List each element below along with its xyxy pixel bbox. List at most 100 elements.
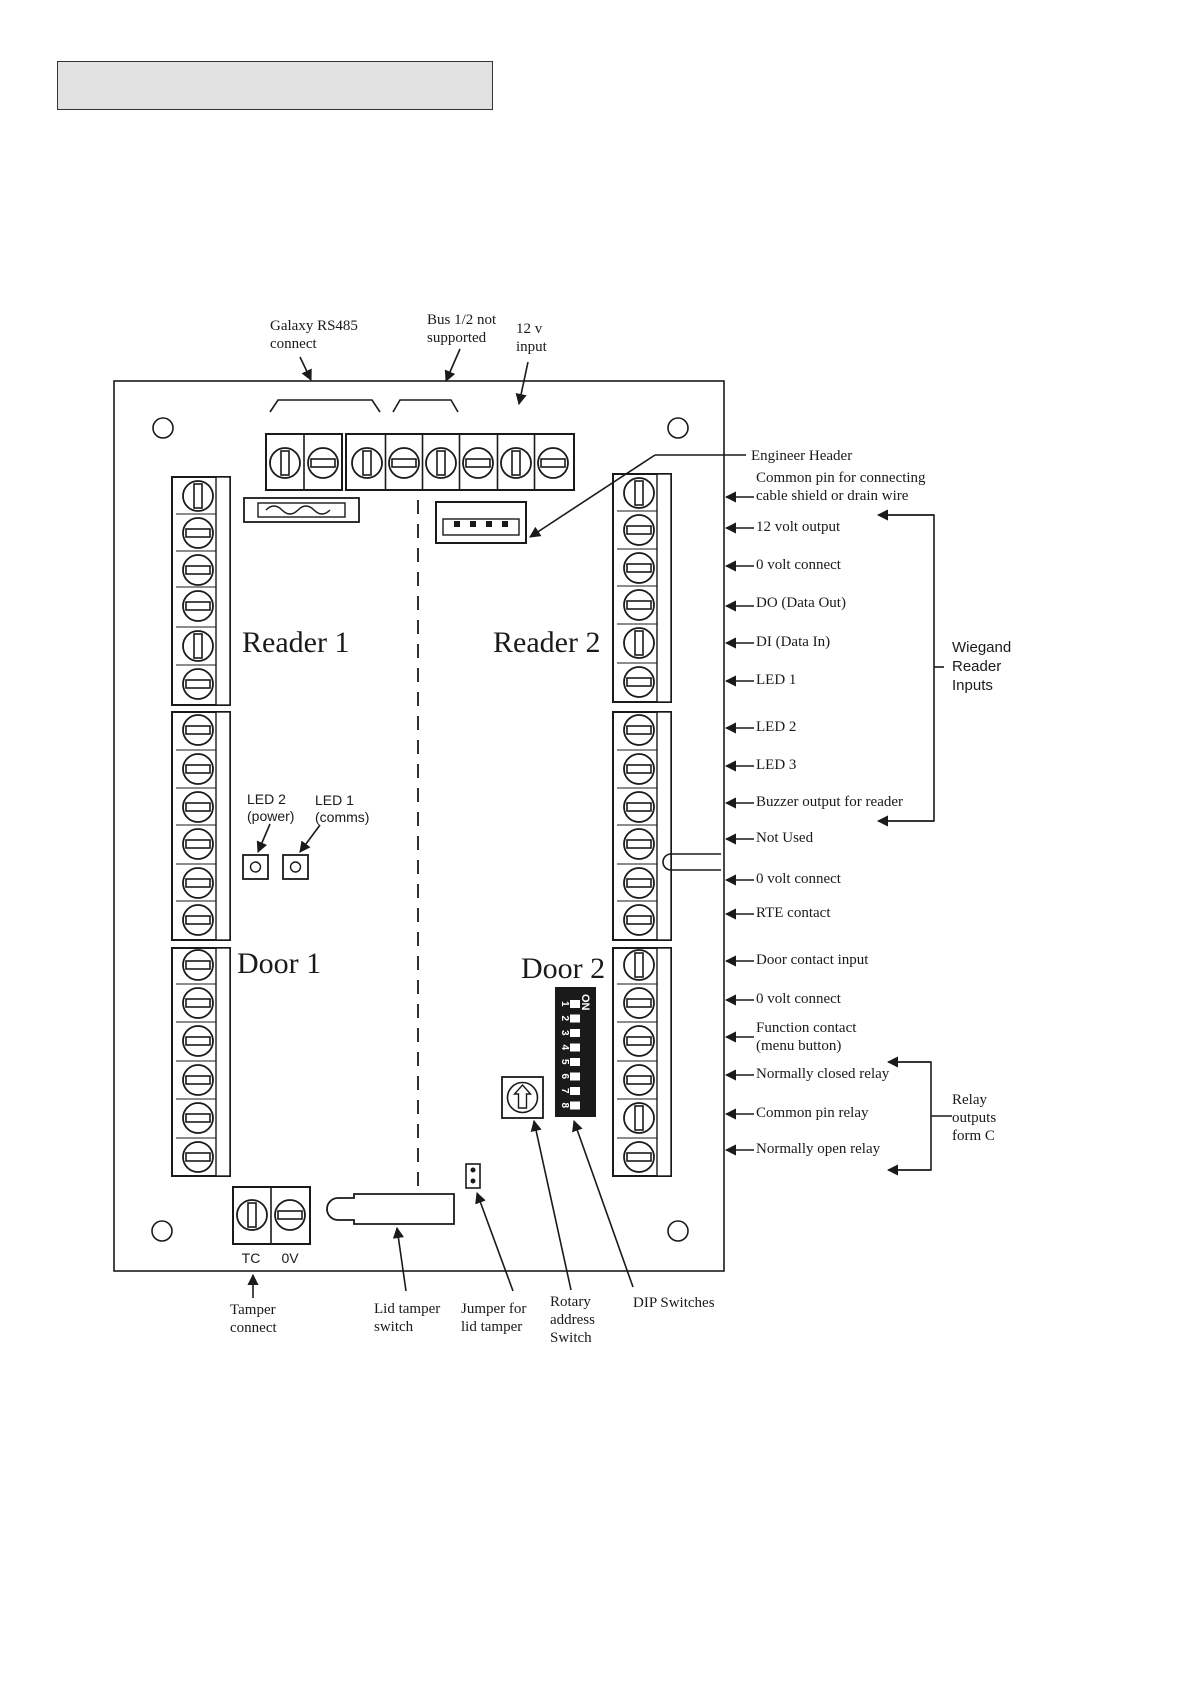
- led1-label-line: (comms): [315, 809, 369, 825]
- pin-label-9: Buzzer output for reader: [756, 794, 903, 810]
- dip-switch-toggle: [570, 1072, 580, 1081]
- jumper-pin: [470, 1178, 476, 1184]
- tamper-screw-tc-slot: [247, 1202, 257, 1228]
- dip-arrow: [572, 1119, 634, 1288]
- jumper-label-line: lid tamper: [461, 1319, 522, 1335]
- bus-label-line: supported: [427, 330, 487, 346]
- reader2-terminal-screw-slot: [634, 630, 644, 656]
- dip-switch-toggle: [570, 1087, 580, 1095]
- pin-label-18-line: Normally open relay: [756, 1141, 881, 1157]
- rotary-label-line: address: [550, 1312, 595, 1328]
- reader2-lower-terminal-screw-slot: [626, 802, 652, 812]
- rs485-label-line: connect: [270, 336, 317, 352]
- mounting-hole: [152, 417, 174, 439]
- relay-label-line: outputs: [952, 1110, 996, 1126]
- pin-label-13-line: Door contact input: [756, 952, 869, 968]
- door2-terminal-rail: [656, 947, 672, 1177]
- pin-label-6-line: LED 1: [756, 672, 796, 688]
- pin-label-8-line: LED 3: [756, 757, 796, 773]
- wiegand-label-line: Inputs: [952, 677, 993, 694]
- pin-label-10-line: Not Used: [756, 830, 814, 846]
- zero-v-label: 0V: [281, 1250, 299, 1266]
- reader2-terminal-rail: [656, 473, 672, 703]
- relay-label-line: form C: [952, 1128, 995, 1144]
- dip-number: 1: [559, 1001, 570, 1007]
- pin-label-13: Door contact input: [756, 952, 869, 968]
- dip-number: 2: [559, 1016, 570, 1022]
- rs485-screw-1-slot: [280, 450, 290, 476]
- bus-arrow: [444, 348, 461, 383]
- dip-on-label: ON: [579, 994, 591, 1011]
- tamper-label-line: connect: [230, 1320, 277, 1336]
- rs485-screw-2-slot: [310, 458, 336, 468]
- door2-terminal-screw-slot: [634, 952, 644, 978]
- dip-number: 3: [559, 1030, 570, 1036]
- reader2-terminal-screw-slot: [626, 563, 652, 573]
- lid-tamper-label-line: switch: [374, 1319, 414, 1335]
- pin-label-5: DI (Data In): [756, 634, 830, 650]
- engineer-header-pin: [454, 521, 460, 527]
- v12-label-line: input: [516, 339, 548, 355]
- dip-number: 4: [559, 1045, 570, 1051]
- dip-switch-toggle: [570, 1014, 580, 1023]
- reader1-terminal-rail: [215, 476, 231, 706]
- bus-terminal-screw-slot: [511, 450, 521, 476]
- lid-tamper-label: Lid tamper switch: [374, 1301, 440, 1335]
- reader2-lower-terminal-rail: [656, 711, 672, 941]
- dip-switch-toggle: [570, 1000, 580, 1008]
- pin-label-15-line: (menu button): [756, 1038, 841, 1054]
- door1-terminal-screw-slot: [185, 998, 211, 1008]
- pin-label-7-line: LED 2: [756, 719, 796, 735]
- pin-label-11: 0 volt connect: [756, 871, 842, 887]
- door1-terminal-rail: [215, 947, 231, 1177]
- engineer-header-pin: [502, 521, 508, 527]
- door2-label-line: Door 2: [521, 952, 605, 985]
- rotary-label-line: Rotary: [550, 1294, 591, 1310]
- lid-tamper-arrow: [392, 1226, 407, 1292]
- led1-label-line: LED 1: [315, 792, 354, 808]
- reader1-label-line: Reader 1: [242, 626, 349, 659]
- door1-terminal-screw-slot: [185, 1075, 211, 1085]
- reader2-lower-terminal-screw-slot: [626, 915, 652, 925]
- engineer-header-pin: [486, 521, 492, 527]
- tc-label: TC: [242, 1250, 261, 1266]
- mounting-hole: [667, 1220, 689, 1242]
- dip-switch-toggle: [570, 1101, 580, 1110]
- engineer-header-label-line: Engineer Header: [751, 448, 852, 464]
- lid-tamper-label-line: Lid tamper: [374, 1301, 440, 1317]
- tamper-label: Tamper connect: [230, 1302, 277, 1336]
- door1-left-terminal-screw-slot: [185, 802, 211, 812]
- bus-label-line: Bus 1/2 not: [427, 312, 497, 328]
- pin-label-2: 12 volt output: [756, 519, 841, 535]
- led2-arrow: [256, 823, 271, 854]
- rotary-arrow-icon: [512, 1083, 533, 1109]
- pin-label-10: Not Used: [756, 830, 814, 846]
- dip-switch-toggle: [570, 1058, 580, 1066]
- pin-label-12-line: RTE contact: [756, 905, 831, 921]
- dip-label-line: DIP Switches: [633, 1295, 715, 1311]
- zero-v-label-line: 0V: [281, 1250, 299, 1266]
- tc-label-line: TC: [242, 1250, 261, 1266]
- reader1-terminal-screw-slot: [193, 633, 203, 659]
- jumper-arrow: [475, 1191, 514, 1292]
- door1-left-terminal-rail: [215, 711, 231, 941]
- pin-label-6: LED 1: [756, 672, 796, 688]
- pin-label-12: RTE contact: [756, 905, 831, 921]
- relay-bracket: [890, 1061, 932, 1171]
- led2-label-line: (power): [247, 808, 294, 824]
- pin-label-16-line: Normally closed relay: [756, 1066, 890, 1082]
- engineer-header-pin: [470, 521, 476, 527]
- door1-label-line: Door 1: [237, 947, 321, 980]
- reader2-lower-terminal-screw-slot: [626, 878, 652, 888]
- door2-terminal-screw-slot: [626, 1075, 652, 1085]
- tamper-label-line: Tamper: [230, 1302, 276, 1318]
- reader2-lower-terminal-screw-slot: [626, 764, 652, 774]
- pin-label-16: Normally closed relay: [756, 1066, 890, 1082]
- reader1-terminal-screw-slot: [185, 679, 211, 689]
